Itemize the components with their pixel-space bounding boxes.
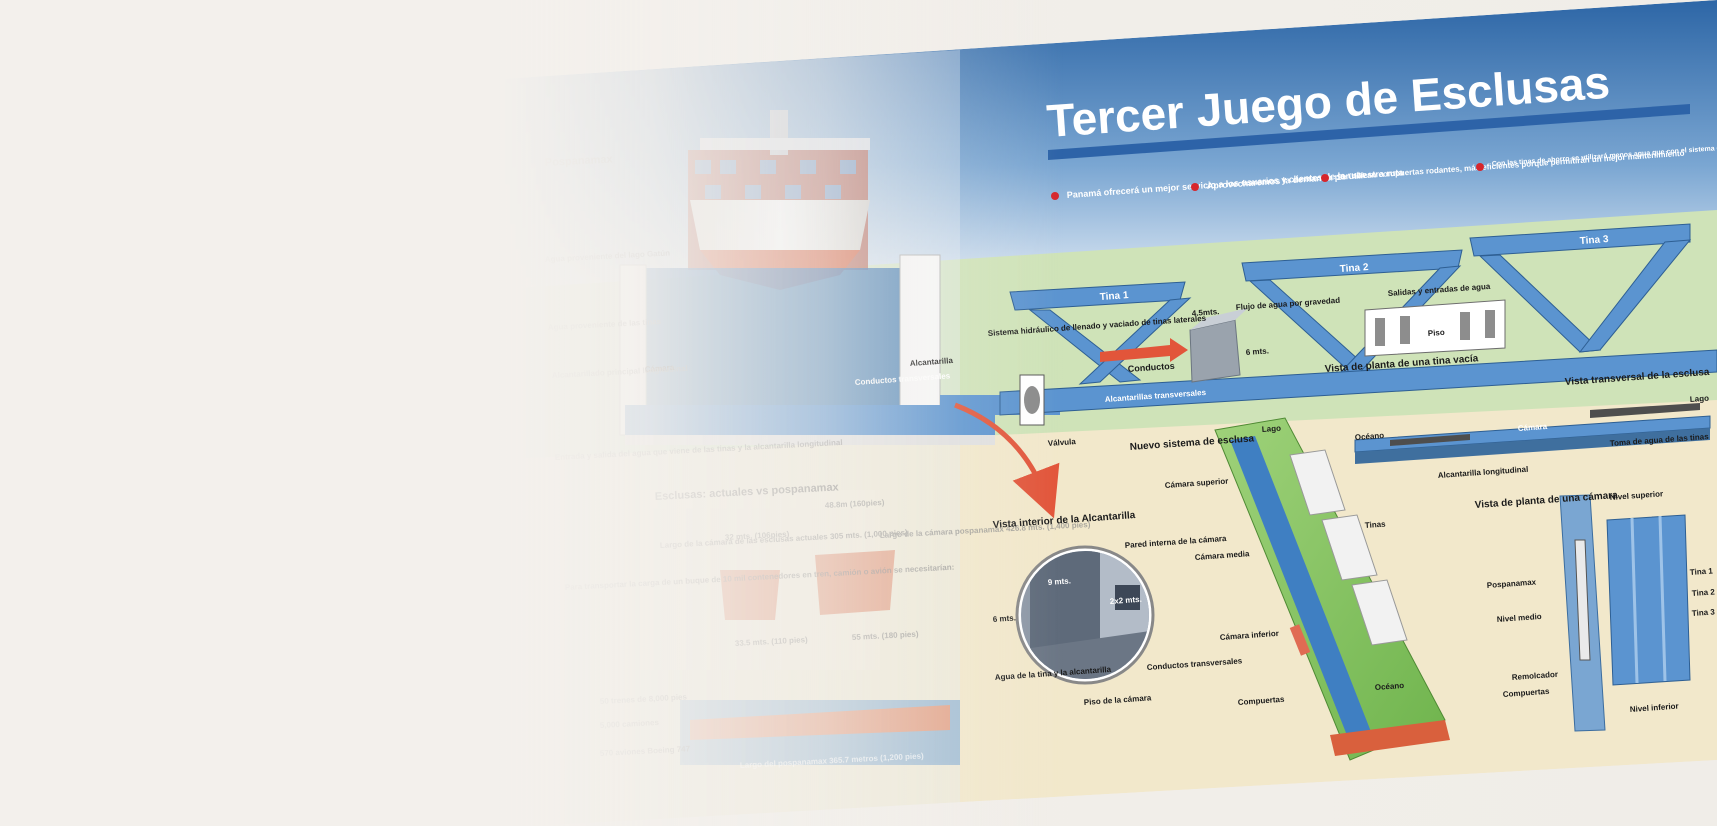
nuevo-tinas: Tinas [1365, 520, 1387, 530]
tina-2-label: Tina 2 [1339, 262, 1369, 275]
tina-1-label: Tina 1 [1099, 290, 1129, 303]
planta-tina3: Tina 3 [1692, 607, 1716, 618]
planta-tina2: Tina 2 [1692, 587, 1716, 598]
interior-six: 6 mts. [993, 613, 1017, 624]
bullet-4-dot [1476, 163, 1484, 171]
tina-3-label: Tina 3 [1579, 234, 1609, 247]
nuevo-lago: Lago [1262, 424, 1282, 434]
transversal-lago: Lago [1690, 394, 1710, 404]
label-dim-6: 6 mts. [1246, 346, 1270, 357]
bullet-2-dot [1191, 183, 1199, 191]
bullet-3-dot [1321, 174, 1329, 182]
bullet-1-dot [1051, 192, 1059, 200]
label-dim-45: 4.5mts. [1192, 307, 1220, 318]
planta-tina1: Tina 1 [1690, 566, 1714, 577]
label-piso: Piso [1428, 328, 1446, 338]
interior-nine: 9 mts. [1048, 576, 1072, 587]
